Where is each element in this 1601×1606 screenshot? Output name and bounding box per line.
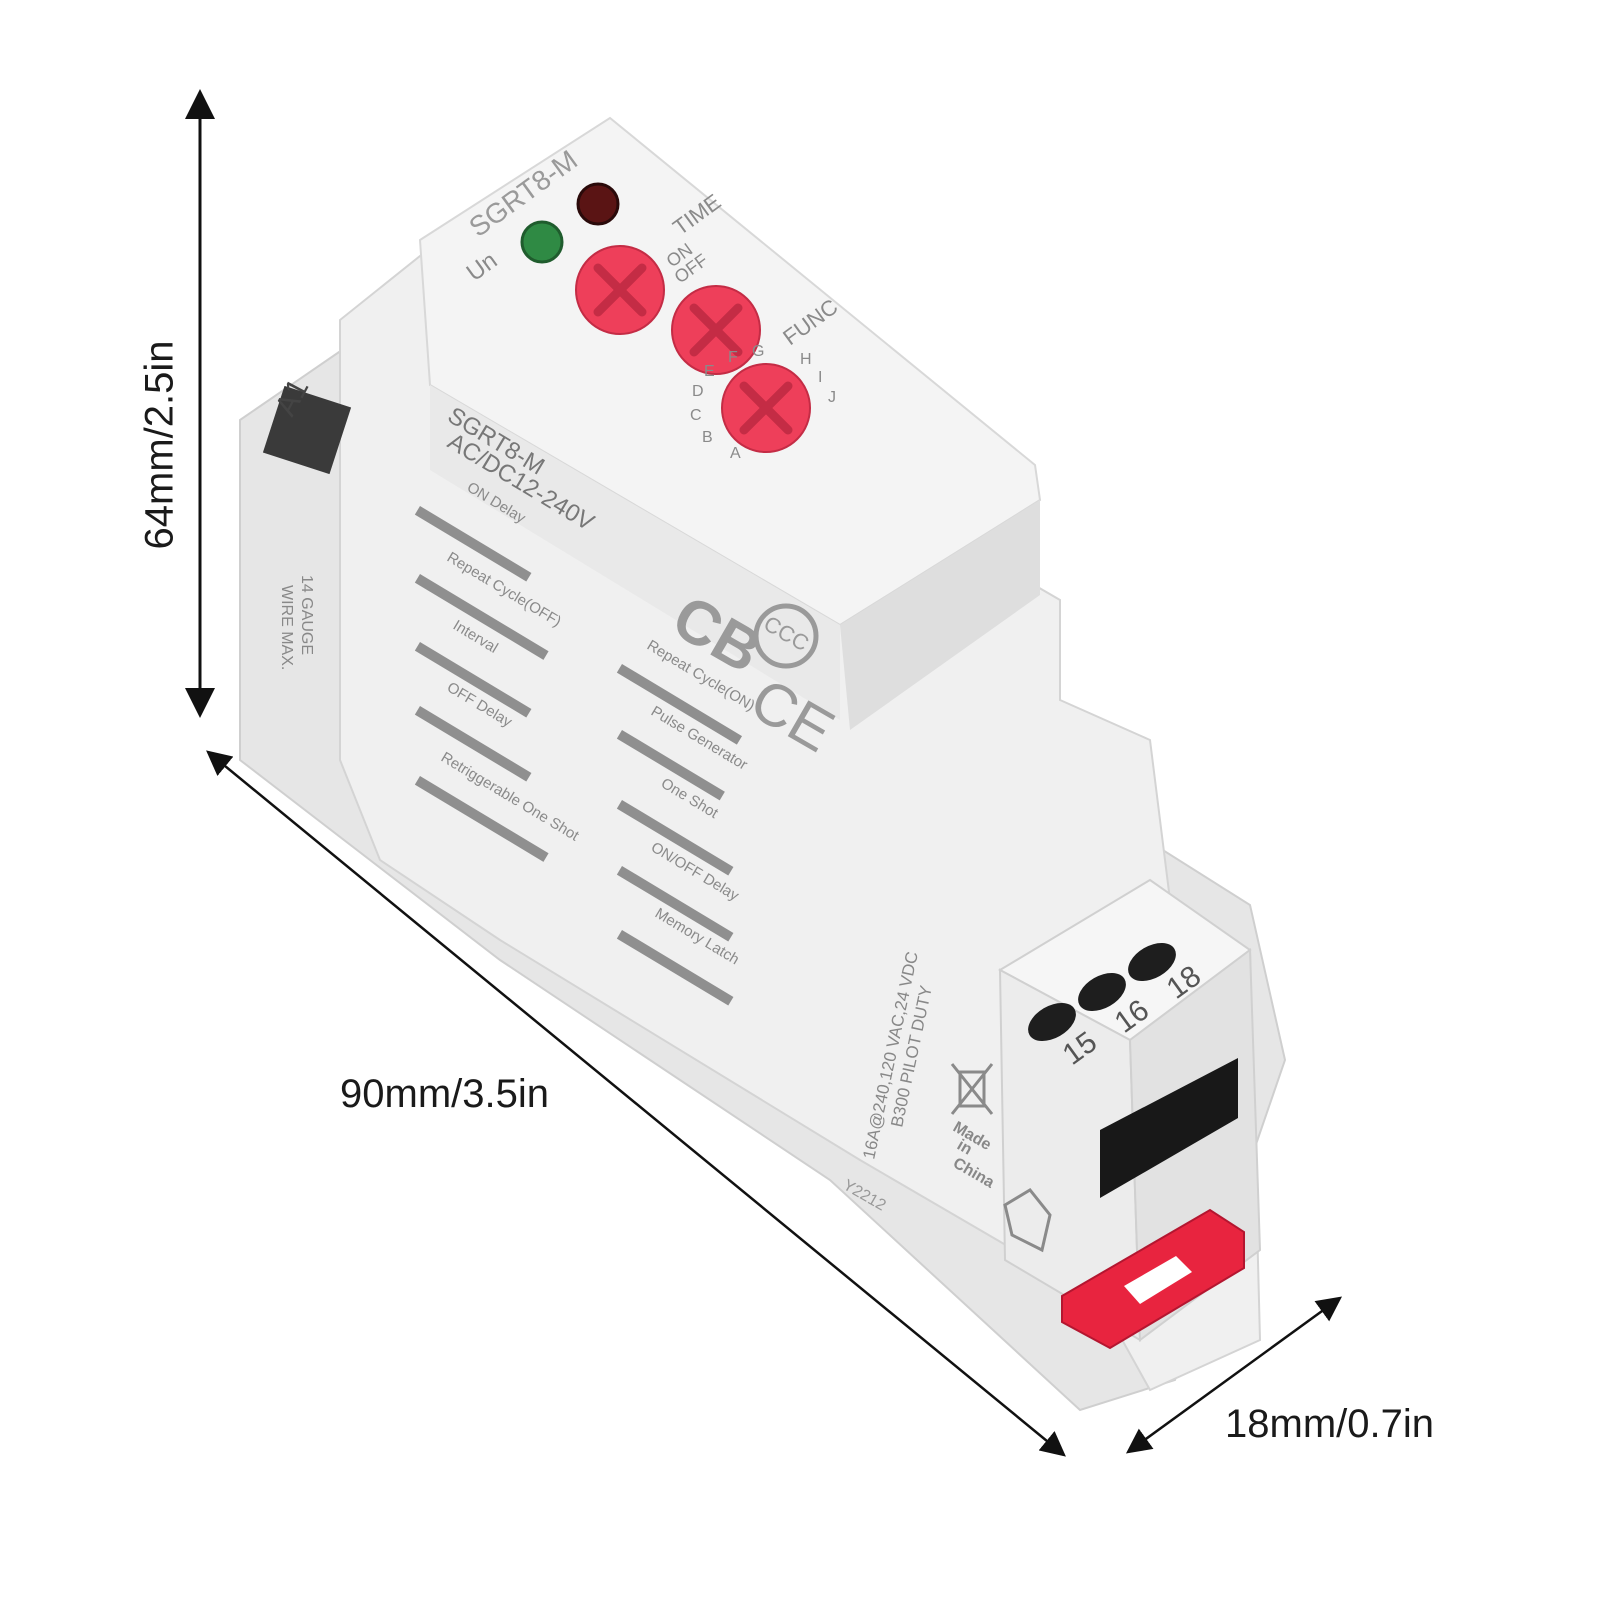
terminal-18-screw[interactable] <box>1121 935 1182 989</box>
length-dimension-label: 90mm/3.5in <box>340 1072 549 1116</box>
a1-screw-recess <box>262 385 352 475</box>
width-dimension-label: 18mm/0.7in <box>1225 1402 1434 1446</box>
wire-gauge-line2: WIRE MAX. <box>278 585 295 670</box>
front-face-edge <box>840 500 1040 730</box>
func-letter-a: A <box>730 445 741 462</box>
ccc-mark-ring <box>753 603 819 669</box>
func-letter-g: G <box>752 343 764 360</box>
wire-gauge-line1: 14 GAUGE <box>298 575 315 655</box>
function-knob[interactable] <box>721 363 811 453</box>
func-letter-j: J <box>828 389 836 406</box>
power-led-green <box>520 220 564 264</box>
func-letter-i: I <box>818 369 822 386</box>
time-range-knob[interactable] <box>575 245 665 335</box>
width-dimension-line <box>1125 1296 1343 1454</box>
func-letter-h: H <box>800 351 812 368</box>
func-letter-e: E <box>704 363 715 380</box>
func-letter-f: F <box>728 349 738 366</box>
din-rail-clip[interactable] <box>1061 1208 1245 1350</box>
length-dimension-line <box>206 750 1066 1457</box>
terminal-16-screw[interactable] <box>1071 965 1132 1019</box>
height-dimension-label: 64mm/2.5in <box>137 340 182 550</box>
timing-diagrams <box>414 506 743 1006</box>
func-letter-b: B <box>702 429 713 446</box>
func-letter-c: C <box>690 407 702 424</box>
weee-bin-icon <box>950 1063 994 1115</box>
status-led-red <box>576 182 620 226</box>
front-face-side <box>430 385 840 720</box>
time-percent-knob[interactable] <box>671 285 761 375</box>
function-letter-ring: A B C D E F G H I J <box>690 343 836 462</box>
indoor-use-icon <box>1003 1188 1052 1253</box>
func-letter-d: D <box>692 383 704 400</box>
wire-entry-slot <box>1100 1058 1238 1198</box>
terminal-15-screw[interactable] <box>1021 995 1082 1049</box>
